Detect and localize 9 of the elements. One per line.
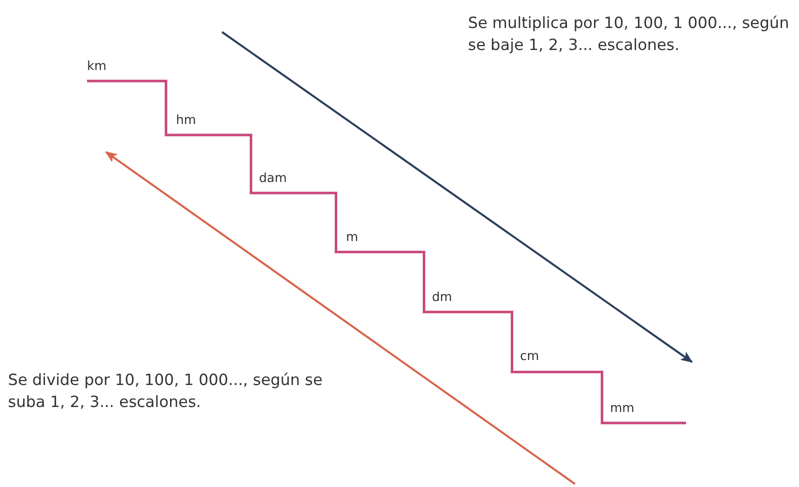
unit-label: m — [346, 229, 358, 244]
rule-note: Se divide por 10, 100, 1 000..., según se suba 1, 2, 3... escalones. — [8, 370, 324, 413]
rule-note: Se multiplica por 10, 100, 1 000..., según se baje 1, 2, 3... escalones. — [468, 13, 790, 56]
unit-label: km — [87, 58, 106, 73]
unit-label: mm — [610, 400, 634, 415]
unit-label: cm — [520, 348, 540, 363]
unit-label: dm — [432, 289, 452, 304]
unit-label: dam — [259, 170, 287, 185]
unit-label: hm — [176, 112, 196, 127]
